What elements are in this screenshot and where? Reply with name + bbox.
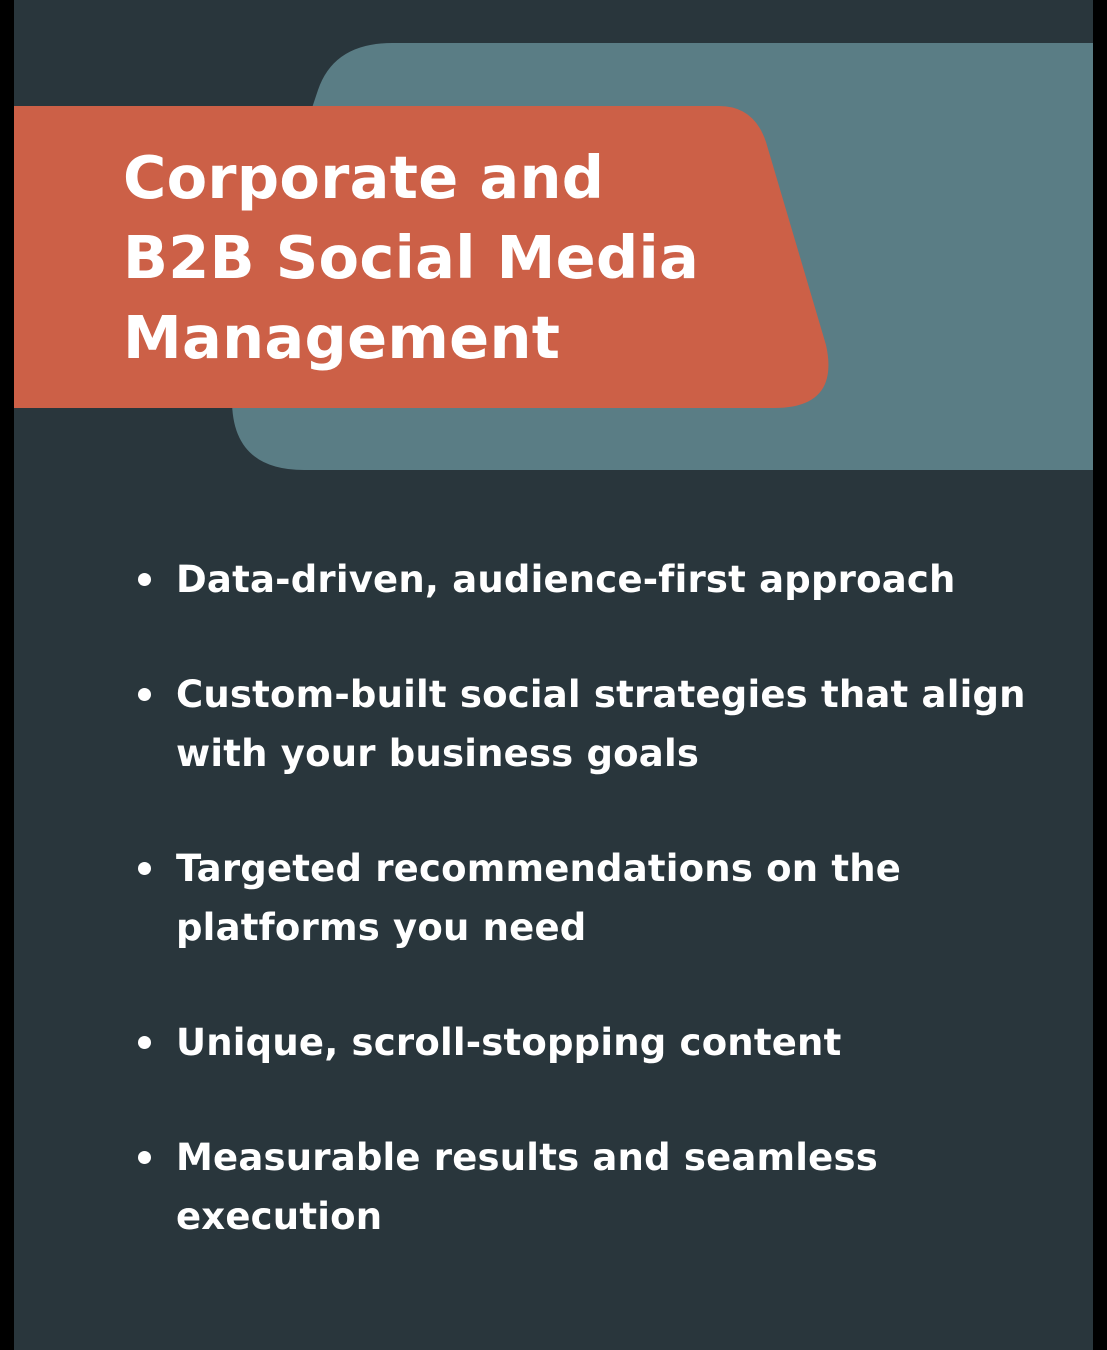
feature-text-line: Unique, scroll-stopping content xyxy=(176,1021,842,1064)
feature-text-line: Custom-built social strategies that alig… xyxy=(176,673,1026,716)
page-title: Corporate and B2B Social Media Managemen… xyxy=(123,138,699,378)
bullet-dot-icon xyxy=(138,1036,151,1049)
feature-text-line: Data-driven, audience-first approach xyxy=(176,558,956,601)
feature-text-line: Measurable results and seamless xyxy=(176,1136,878,1179)
feature-item-data-driven: Data-driven, audience-first approach xyxy=(138,550,1056,609)
feature-text-line: platforms you need xyxy=(176,906,587,949)
feature-list: Data-driven, audience-first approach Cus… xyxy=(138,550,1056,1302)
bullet-dot-icon xyxy=(138,688,151,701)
bullet-dot-icon xyxy=(138,862,151,875)
feature-item-measurable-results: Measurable results and seamless executio… xyxy=(138,1128,1056,1246)
title-line: B2B Social Media xyxy=(123,223,700,292)
bullet-dot-icon xyxy=(138,573,151,586)
title-line: Corporate and xyxy=(123,143,605,212)
bullet-dot-icon xyxy=(138,1151,151,1164)
header-shapes xyxy=(14,43,1093,470)
title-line: Management xyxy=(123,303,561,372)
feature-item-custom-strategies: Custom-built social strategies that alig… xyxy=(138,665,1056,783)
feature-item-unique-content: Unique, scroll-stopping content xyxy=(138,1013,1056,1072)
feature-text-line: Targeted recommendations on the xyxy=(176,847,902,890)
feature-text-line: with your business goals xyxy=(176,732,700,775)
infographic-card: Corporate and B2B Social Media Managemen… xyxy=(14,0,1093,1350)
orange-banner-shape xyxy=(14,106,829,408)
feature-text-line: execution xyxy=(176,1195,383,1238)
feature-item-targeted-recommendations: Targeted recommendations on the platform… xyxy=(138,839,1056,957)
